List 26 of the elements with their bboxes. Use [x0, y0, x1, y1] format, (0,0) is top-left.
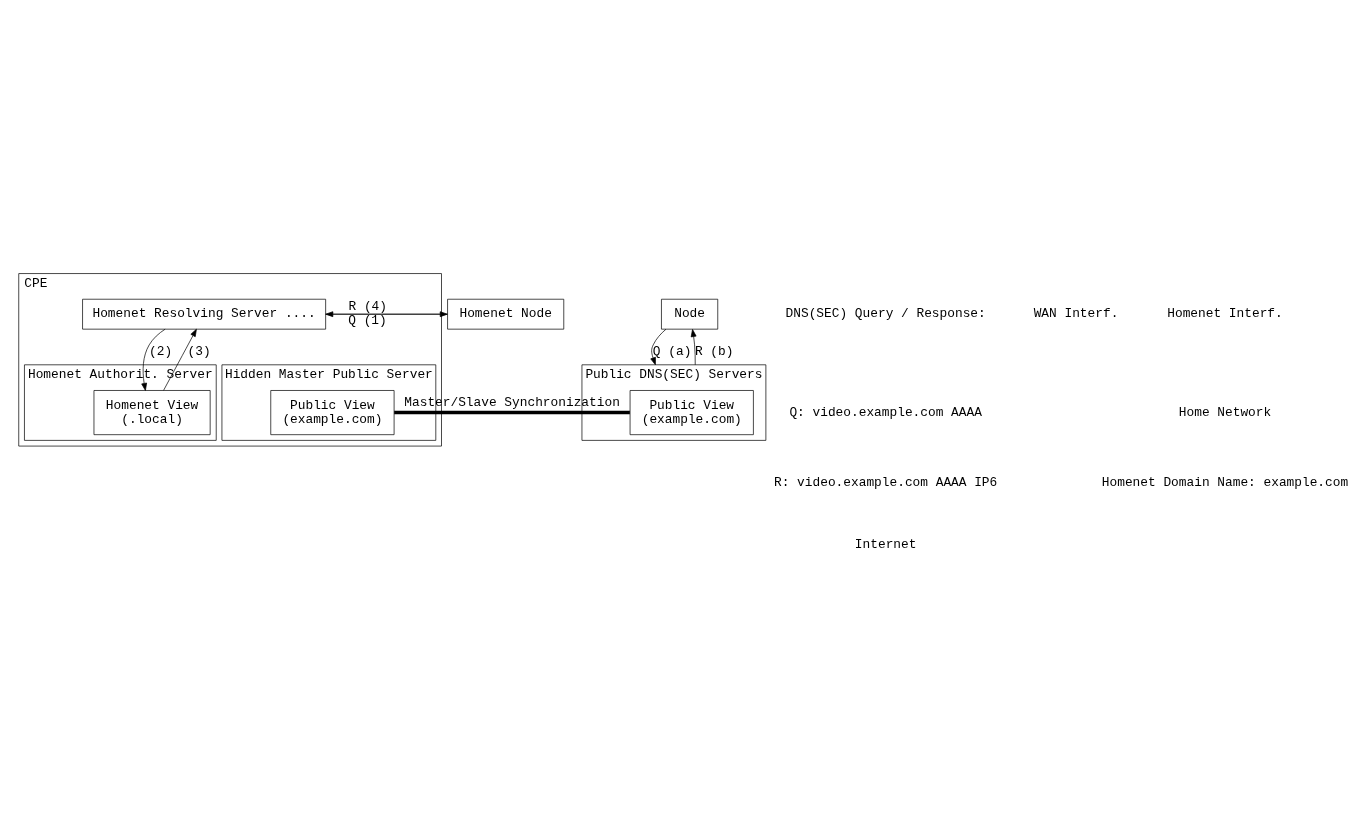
edge-label: (3): [187, 344, 211, 360]
node-box: Public View (example.com): [270, 390, 395, 436]
label: Home Network: [1178, 404, 1272, 420]
node-box: Homenet Resolving Server ....: [82, 298, 326, 330]
label: R: video.example.com AAAA IP6: [774, 475, 998, 491]
edge-label: (2): [149, 344, 173, 360]
node-box: Homenet View (.local): [93, 390, 211, 436]
label: Homenet Interf.: [1167, 306, 1283, 322]
label: DNS(SEC) Query / Response:: [785, 306, 986, 322]
label: Q: video.example.com AAAA: [789, 404, 982, 420]
arrow: [141, 328, 166, 391]
node-box: Node: [661, 298, 719, 330]
label: Internet: [854, 537, 917, 553]
node-box: Homenet Node: [447, 298, 565, 330]
arrow: [650, 328, 667, 366]
arrow: [690, 329, 697, 366]
edge-label: Q (a): [652, 344, 692, 360]
label: WAN Interf.: [1033, 306, 1119, 322]
arrow: [163, 328, 197, 391]
connector: [394, 410, 630, 415]
edge-label: Q (1): [348, 313, 387, 329]
edge-label: R (b): [694, 344, 734, 360]
node-box: Public View (example.com): [629, 390, 754, 436]
edge-label: R (4): [348, 299, 387, 315]
label: Homenet Domain Name: example.com: [1101, 475, 1349, 491]
arrow: [325, 311, 448, 318]
